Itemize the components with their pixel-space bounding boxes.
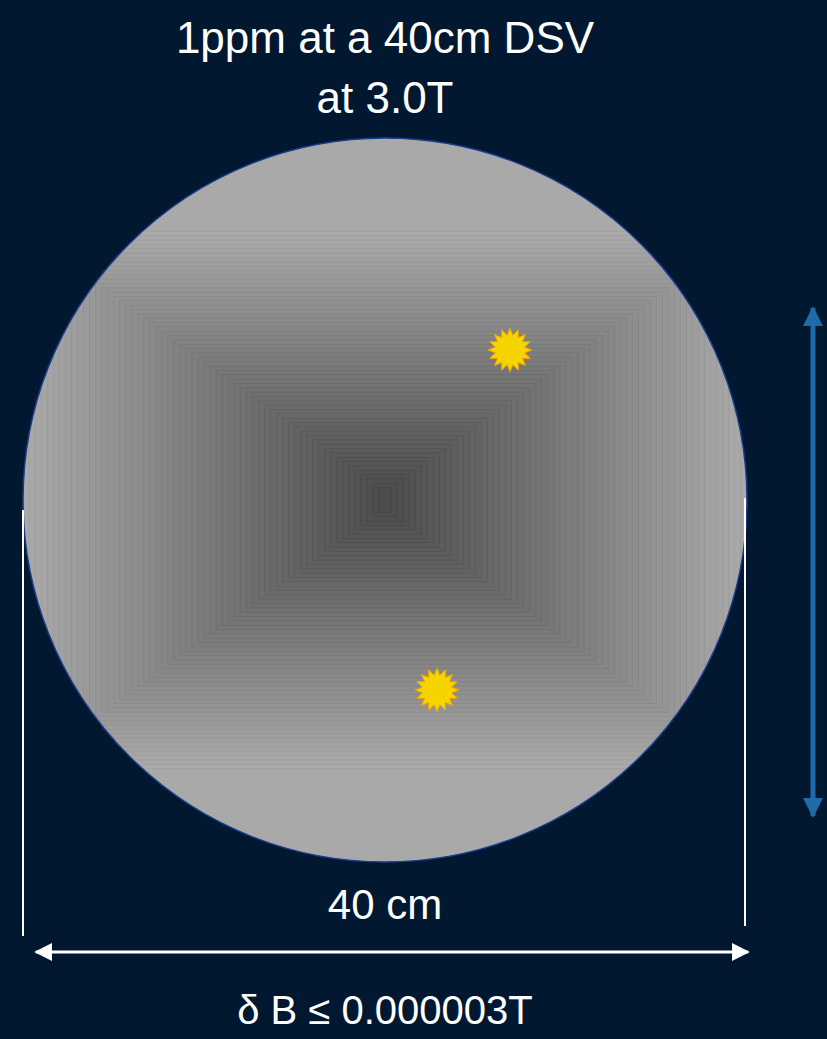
contour-square	[47, 249, 723, 752]
contour-square	[186, 349, 584, 652]
contour-square	[270, 409, 499, 590]
contour-square	[264, 405, 505, 595]
contour-square	[89, 279, 680, 721]
contour-square	[355, 470, 415, 529]
contour-square	[373, 483, 397, 516]
contour-square	[41, 244, 729, 755]
field-contours	[23, 231, 747, 768]
vertical-arrow	[811, 308, 816, 816]
contour-square	[337, 457, 434, 543]
contour-square	[144, 318, 627, 682]
contour-square	[95, 283, 674, 716]
contour-square	[240, 388, 530, 613]
contour-square	[192, 353, 578, 647]
contour-square	[379, 488, 391, 513]
contour-square	[23, 231, 747, 768]
field-tolerance: δ B ≤ 0.000003T	[135, 985, 635, 1035]
contour-square	[252, 396, 517, 603]
contour-square	[126, 305, 645, 695]
contour-square	[174, 340, 596, 660]
contour-square	[349, 466, 421, 534]
contour-square	[210, 366, 560, 634]
extension-line	[22, 510, 24, 936]
contour-square	[114, 297, 657, 704]
sphere-outline	[23, 138, 747, 862]
contour-square	[258, 401, 511, 599]
contour-square	[59, 257, 711, 742]
contour-square	[331, 453, 440, 547]
contour-square	[246, 392, 524, 608]
dimension-arrow	[36, 951, 748, 954]
contour-square	[295, 427, 476, 573]
contour-square	[204, 362, 566, 639]
contour-square	[53, 253, 717, 747]
contour-square	[83, 275, 686, 725]
contour-square	[301, 431, 470, 569]
star-marker	[415, 668, 459, 712]
contour-square	[77, 270, 692, 729]
contour-square	[367, 479, 403, 521]
contour-square	[35, 240, 735, 760]
contour-square	[65, 262, 705, 738]
extension-line	[744, 498, 746, 926]
contour-square	[319, 444, 452, 556]
star-marker	[488, 328, 532, 372]
contour-square	[222, 375, 548, 626]
title: 1ppm at a 40cm DSV at 3.0T	[165, 8, 605, 128]
contour-square	[120, 301, 651, 699]
contour-square	[234, 383, 536, 616]
contour-square	[132, 310, 639, 691]
dimension-label: 40 cm	[285, 880, 485, 930]
contour-square	[156, 327, 615, 673]
contour-square	[29, 236, 741, 765]
dsv-sphere	[23, 138, 747, 862]
contour-square	[282, 418, 487, 582]
contour-square	[276, 414, 493, 586]
contour-square	[71, 266, 698, 734]
contour-square	[101, 288, 668, 712]
contour-square	[343, 462, 427, 539]
contour-square	[107, 292, 662, 708]
contour-square	[150, 323, 621, 678]
contour-square	[198, 357, 572, 642]
contour-square	[216, 370, 554, 629]
contour-square	[361, 475, 409, 526]
contour-square	[138, 314, 633, 686]
contour-square	[307, 436, 464, 565]
contour-square	[168, 336, 602, 665]
contour-square	[162, 331, 608, 668]
contour-square	[180, 344, 590, 655]
contour-square	[313, 440, 458, 560]
contour-square	[288, 422, 481, 577]
contour-square	[228, 379, 542, 621]
contour-square	[325, 449, 446, 552]
